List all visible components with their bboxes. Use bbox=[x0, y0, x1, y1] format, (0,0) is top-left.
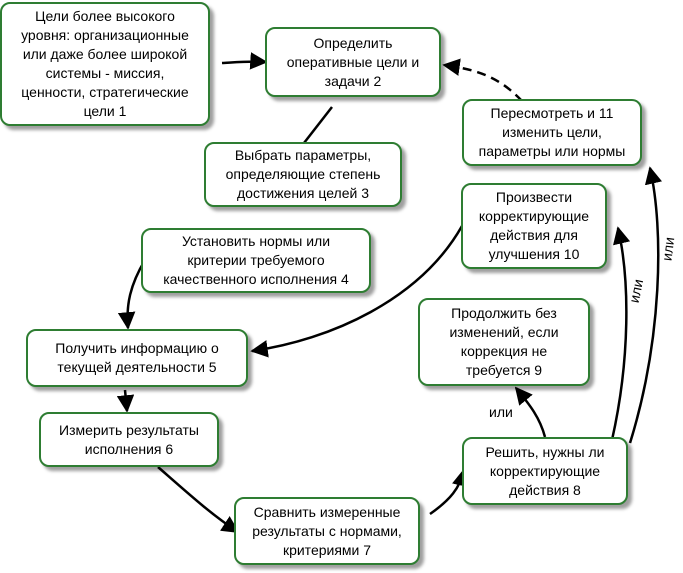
edge-8-to-9 bbox=[514, 386, 547, 438]
node-5-text: Получить информацию о текущей деятельнос… bbox=[55, 340, 219, 375]
node-measure-results: Измерить результаты исполнения 6 bbox=[39, 412, 219, 467]
node-7-text: Сравнить измеренные результаты с нормами… bbox=[252, 503, 402, 558]
edge-5-to-6 bbox=[116, 389, 135, 413]
edge-6-to-7 bbox=[157, 466, 240, 534]
node-set-norms: Установить нормы или критерии требуемого… bbox=[141, 228, 371, 293]
node-11-text: Пересмотреть и 11 изменить цели, парамет… bbox=[478, 105, 626, 159]
edge-2-to-3 bbox=[303, 106, 333, 144]
node-4-text: Установить нормы или критерии требуемого… bbox=[163, 233, 349, 287]
edge-label-or-10: или bbox=[625, 277, 647, 305]
node-compare-results: Сравнить измеренные результаты с нормами… bbox=[234, 497, 420, 565]
node-define-operational-goals: Определить оперативные цели и задачи 2 bbox=[265, 27, 441, 97]
edge-8-to-11 bbox=[628, 166, 662, 444]
edge-11-to-2 bbox=[442, 58, 523, 102]
edge-7-to-8 bbox=[429, 468, 470, 516]
node-9-text: Продолжить без изменений, если коррекция… bbox=[449, 305, 559, 378]
node-choose-parameters: Выбрать параметры, определяющие степень … bbox=[204, 142, 402, 207]
node-decide-corrective-actions: Решить, нужны ли корректирующие действия… bbox=[462, 437, 628, 505]
node-6-text: Измерить результаты исполнения 6 bbox=[59, 421, 199, 457]
node-revise-goals: Пересмотреть и 11 изменить цели, парамет… bbox=[462, 99, 642, 166]
node-8-text: Решить, нужны ли корректирующие действия… bbox=[485, 443, 605, 498]
edge-8-to-10 bbox=[610, 226, 631, 441]
node-10-text: Произвести корректирующие действия для у… bbox=[478, 189, 590, 262]
edge-label-or-9: или bbox=[489, 404, 513, 420]
edge-1-to-2 bbox=[221, 52, 268, 70]
edge-label-or-11: или bbox=[658, 236, 678, 262]
node-corrective-actions: Произвести корректирующие действия для у… bbox=[461, 183, 607, 269]
node-2-text: Определить оперативные цели и задачи 2 bbox=[286, 34, 420, 89]
node-3-text: Выбрать параметры, определяющие степень … bbox=[225, 147, 381, 201]
node-1-text: Цели более высокого уровня: организацион… bbox=[21, 8, 189, 119]
node-continue-without-changes: Продолжить без изменений, если коррекция… bbox=[418, 298, 590, 386]
node-get-information: Получить информацию о текущей деятельнос… bbox=[26, 329, 248, 387]
node-higher-level-goals: Цели более высокого уровня: организацион… bbox=[0, 2, 210, 126]
